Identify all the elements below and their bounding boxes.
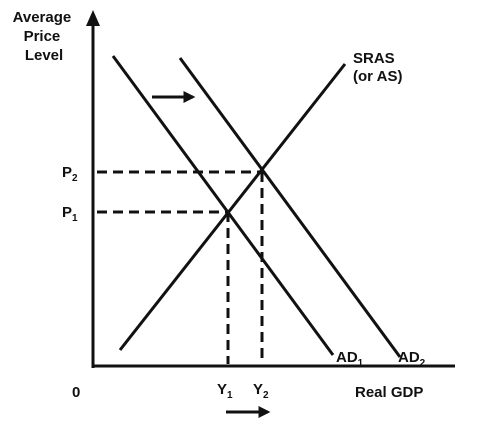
x-axis-label: Real GDP <box>355 384 423 401</box>
sras-curve <box>118 63 347 351</box>
y-axis-arrowhead <box>86 10 100 26</box>
p1-label: P1 <box>62 204 78 224</box>
ad2-label: AD2 <box>398 349 426 369</box>
ad1-label: AD1 <box>336 349 364 369</box>
y1-label: Y1 <box>217 381 233 401</box>
origin-label: 0 <box>72 384 80 401</box>
sras-label: SRAS (or AS) <box>353 50 402 85</box>
y-axis-label: Average Price Level <box>13 9 76 64</box>
p2-label: P2 <box>62 164 78 184</box>
ad2-curve <box>178 57 402 358</box>
ad1-curve <box>111 55 335 356</box>
y2-label: Y2 <box>253 381 269 401</box>
